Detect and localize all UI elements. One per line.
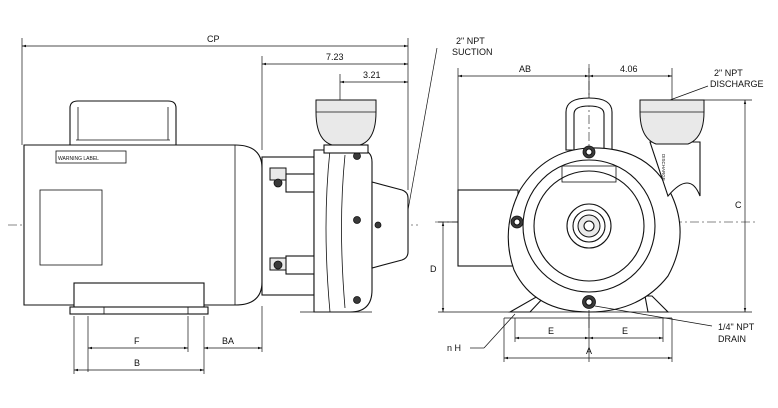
side-view: WARNING LABEL	[8, 99, 418, 315]
discharge-label-line2: DISCHARGE	[710, 79, 764, 89]
drain-label-line2: DRAIN	[718, 334, 746, 344]
e-right-label: E	[622, 326, 628, 336]
foot-base	[69, 306, 209, 315]
warning-label-text: WARNING LABEL	[58, 156, 99, 162]
nh-label: n H	[447, 343, 461, 353]
name-plate	[561, 165, 617, 183]
bolt-icon	[273, 260, 283, 270]
dim-406-label: 4.06	[620, 64, 638, 74]
front-view: DISCHARGE	[435, 64, 758, 330]
bolt-icon	[273, 178, 283, 188]
suction-nozzle	[371, 181, 409, 269]
discharge-neck	[649, 141, 701, 198]
motor-rear-outline	[457, 189, 519, 267]
cp-label: CP	[207, 34, 220, 44]
b-label: B	[134, 358, 140, 368]
e-left-label: E	[548, 326, 554, 336]
dim-321-label: 3.21	[363, 70, 381, 80]
discharge-stack-side	[315, 99, 377, 146]
motor-end-panel	[39, 189, 103, 266]
front-dimensions: AB 4.06 2" NPT DISCHARGE C D E E A	[430, 64, 764, 362]
side-dimensions: CP 7.23 3.21 2" NPT SUCTION F B BA	[21, 34, 493, 374]
c-label: C	[735, 200, 742, 210]
dim-723-label: 7.23	[326, 52, 344, 62]
discharge-label-line1: 2" NPT	[714, 68, 743, 78]
suction-label-line1: 2" NPT	[456, 36, 485, 46]
ba-label: BA	[222, 336, 234, 346]
svg-text:DISCHARGE: DISCHARGE	[661, 154, 666, 181]
f-label: F	[134, 336, 140, 346]
d-label: D	[430, 264, 437, 274]
motor-foot	[73, 282, 205, 312]
drain-label-line1: 1/4" NPT	[718, 322, 755, 332]
terminal-box	[69, 100, 177, 146]
discharge-outlet-front	[639, 99, 705, 145]
a-label: A	[586, 346, 592, 356]
suction-label-line2: SUCTION	[452, 47, 493, 57]
motor-body	[23, 144, 263, 306]
warning-label-plate	[55, 150, 127, 164]
ab-label: AB	[519, 64, 531, 74]
